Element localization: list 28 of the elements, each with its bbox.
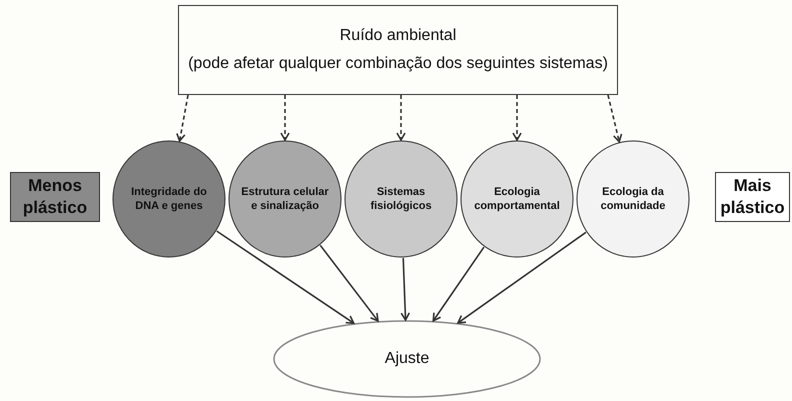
- arrow: [400, 258, 410, 321]
- ellipse-node: [344, 140, 458, 258]
- ellipse-node: [112, 140, 226, 258]
- arrow: [512, 95, 522, 141]
- node-text: (pode afetar qualquer combinação dos seguintes sistemas): [188, 54, 608, 74]
- node-text: Integridade do DNA e genes: [130, 185, 208, 213]
- arrow: [280, 95, 290, 141]
- arrow: [176, 94, 189, 142]
- ellipse-node: [460, 140, 574, 258]
- node-text: Menos plástico: [22, 175, 88, 219]
- ellipse-node: [576, 140, 690, 258]
- node-text: Ecologia da comunidade: [600, 185, 666, 213]
- arrow: [216, 230, 355, 324]
- arrow: [457, 232, 586, 324]
- node-text: Ruído ambiental: [340, 26, 456, 46]
- ellipse-node: [273, 320, 541, 398]
- ellipse-node: [228, 140, 342, 258]
- node-text: Ecologia comportamental: [473, 185, 561, 213]
- node-text: Ajuste: [384, 349, 430, 369]
- node-text: Sistemas fisiológicos: [369, 185, 433, 213]
- arrow: [607, 94, 622, 143]
- node-text: Mais plástico: [719, 175, 786, 219]
- node-text: Estrutura celular e sinalização: [240, 185, 330, 213]
- header-box: [178, 5, 618, 95]
- arrow: [432, 246, 485, 322]
- arrow: [320, 244, 379, 322]
- label-box: [10, 172, 100, 222]
- arrow: [396, 95, 406, 141]
